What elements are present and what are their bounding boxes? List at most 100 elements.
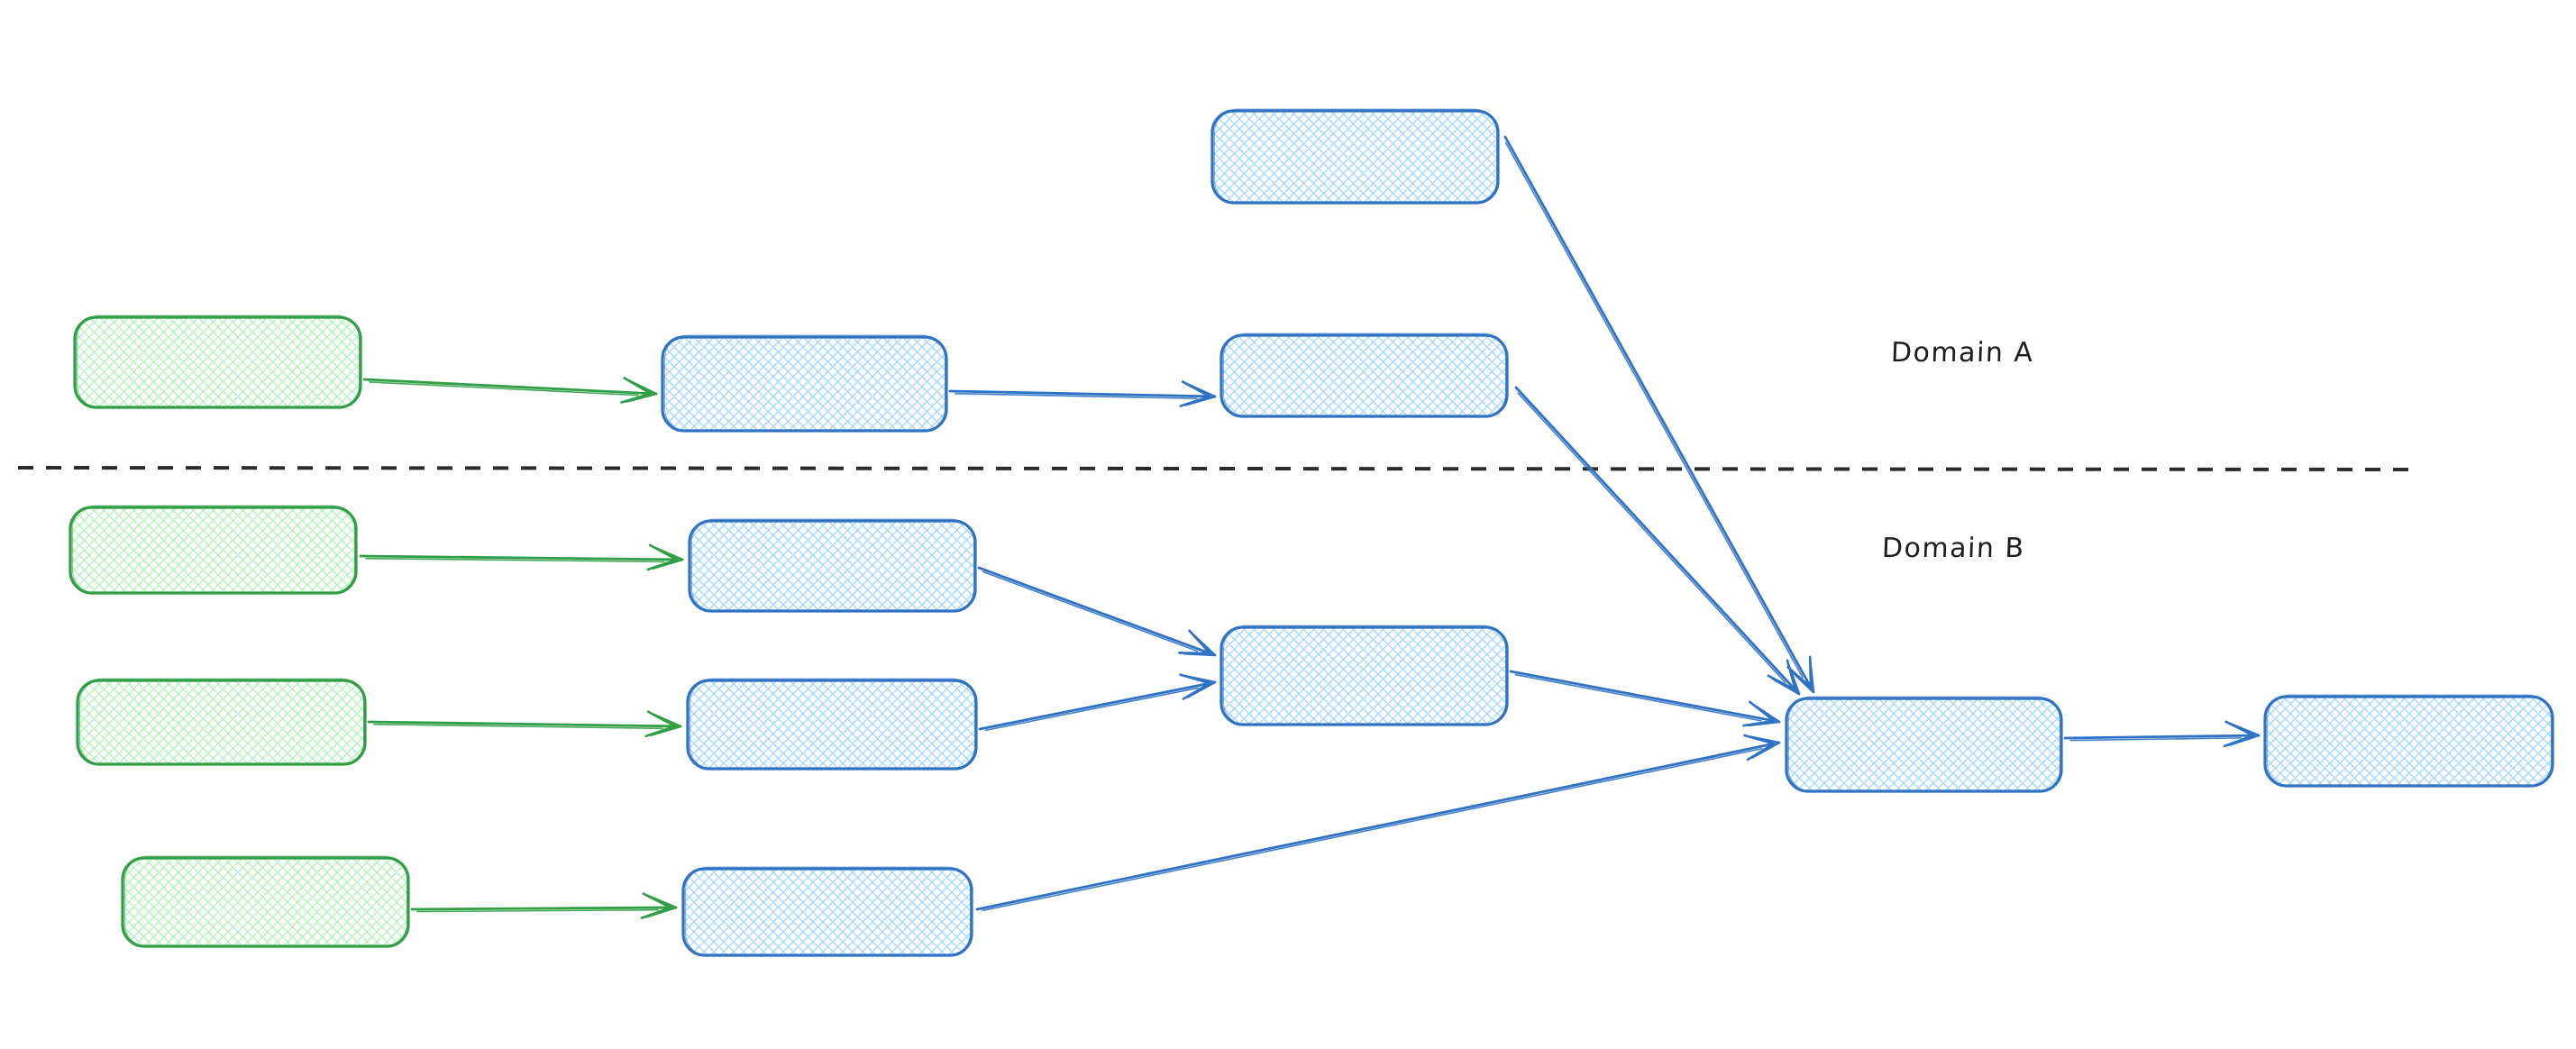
node-process-a1[interactable] xyxy=(661,334,948,433)
edge-top-to-hub-shaft-sketch xyxy=(1504,141,1804,679)
node-hub[interactable] xyxy=(1785,696,2063,793)
edge-source-b2-to-b2-shaft-sketch xyxy=(373,723,663,730)
edge-source-a-to-a1-shaft-sketch xyxy=(369,381,639,397)
node-external-top[interactable] xyxy=(1210,108,1500,205)
process-a1-box[interactable] xyxy=(661,335,948,433)
node-process-b1[interactable] xyxy=(688,518,977,613)
edge-top-to-hub[interactable] xyxy=(1503,135,1815,694)
process-b3-box[interactable] xyxy=(681,867,973,957)
edge-a2-to-hub-shaft-sketch xyxy=(1517,392,1786,683)
edge-b2-to-merge-arrowhead xyxy=(1179,673,1211,685)
edge-source-b1-to-b1-arrowhead xyxy=(648,543,679,561)
edge-b1-to-merge-arrowhead xyxy=(1188,629,1211,655)
source-b2-sketch-outline xyxy=(78,678,365,766)
edge-merge-to-hub-arrowhead xyxy=(1742,719,1776,727)
domain-separator-line[interactable] xyxy=(17,466,2415,471)
output-sketch-outline xyxy=(2266,694,2553,788)
edge-source-a-to-a1-arrowhead xyxy=(623,377,653,396)
edge-source-b1-to-b1-arrowhead xyxy=(646,558,679,571)
edge-merge-to-hub[interactable] xyxy=(1509,670,1781,727)
edge-b1-to-merge[interactable] xyxy=(977,566,1217,657)
edge-source-b1-to-b1-shaft-sketch xyxy=(365,557,665,563)
edge-merge-to-hub-shaft-sketch xyxy=(1514,673,1762,722)
node-process-b3[interactable] xyxy=(681,866,973,957)
node-source-b1[interactable] xyxy=(69,505,358,595)
edge-hub-to-output-arrowhead xyxy=(2223,734,2255,748)
edge-hub-to-output-shaft xyxy=(2063,734,2253,740)
edge-a2-to-hub-shaft xyxy=(1514,386,1795,690)
edge-source-b3-to-b3-arrowhead xyxy=(642,892,672,909)
edge-a1-to-a2-shaft-sketch xyxy=(955,392,1198,399)
process-a1-sketch-outline xyxy=(663,334,946,433)
edge-source-b2-to-b2-arrowhead xyxy=(644,725,677,738)
edge-b2-to-merge-shaft xyxy=(978,682,1210,731)
hub-box[interactable] xyxy=(1785,697,2063,793)
edge-a1-to-a2[interactable] xyxy=(948,380,1217,407)
node-source-b3[interactable] xyxy=(121,855,410,948)
edge-hub-to-output[interactable] xyxy=(2063,720,2261,748)
domain-b-label[interactable]: Domain B xyxy=(1881,533,2026,564)
edge-a2-to-hub-arrowhead xyxy=(1767,674,1797,691)
edge-merge-to-hub-arrowhead xyxy=(1749,700,1776,723)
edge-source-b1-to-b1[interactable] xyxy=(359,543,684,571)
output-box[interactable] xyxy=(2263,695,2554,788)
source-b1-sketch-outline xyxy=(71,505,356,595)
source-a-sketch-outline xyxy=(76,315,361,409)
edge-source-b2-to-b2-shaft xyxy=(367,720,675,728)
edge-b1-to-merge-shaft-sketch xyxy=(982,570,1199,652)
edge-source-b3-to-b3-arrowhead xyxy=(640,906,672,919)
edge-source-b1-to-b1-shaft xyxy=(359,554,677,561)
process-b3-sketch-outline xyxy=(684,866,972,957)
process-a2-box[interactable] xyxy=(1219,333,1509,418)
edge-a2-to-hub[interactable] xyxy=(1514,386,1801,696)
process-b2-box[interactable] xyxy=(686,679,978,771)
edge-b3-to-hub-shaft-sketch xyxy=(982,747,1763,912)
node-source-a[interactable] xyxy=(73,315,362,409)
edge-source-b2-to-b2-arrowhead xyxy=(646,710,677,728)
edge-b1-to-merge-shaft xyxy=(977,566,1210,654)
source-b2-box[interactable] xyxy=(76,679,367,766)
edge-source-b3-to-b3-shaft-sketch xyxy=(416,908,659,913)
source-b3-box[interactable] xyxy=(121,856,410,948)
node-source-b2[interactable] xyxy=(76,678,367,766)
edge-b3-to-hub-shaft xyxy=(975,743,1774,911)
edge-a1-to-a2-shaft xyxy=(948,389,1210,398)
edge-source-b3-to-b3[interactable] xyxy=(410,892,678,919)
node-process-b2[interactable] xyxy=(686,678,978,771)
domain-a-label[interactable]: Domain A xyxy=(1890,337,2035,369)
edge-b3-to-hub-arrowhead xyxy=(1743,734,1776,745)
process-b1-sketch-outline xyxy=(690,518,975,613)
edge-hub-to-output-arrowhead xyxy=(2224,720,2255,737)
source-b3-sketch-outline xyxy=(123,855,408,948)
external-top-sketch-outline xyxy=(1213,108,1498,205)
edge-b2-to-merge[interactable] xyxy=(978,673,1217,732)
edge-source-b3-to-b3-shaft xyxy=(410,906,671,911)
node-merge-b[interactable] xyxy=(1219,625,1509,726)
process-b2-sketch-outline xyxy=(689,678,976,771)
edge-source-b2-to-b2[interactable] xyxy=(367,710,682,738)
source-b1-box[interactable] xyxy=(69,506,358,595)
process-b1-box[interactable] xyxy=(688,519,977,613)
edge-b3-to-hub-arrowhead xyxy=(1746,742,1776,762)
edge-b2-to-merge-shaft-sketch xyxy=(984,687,1199,732)
edge-source-a-to-a1-arrowhead xyxy=(620,392,653,404)
external-top-box[interactable] xyxy=(1210,109,1500,205)
edge-b2-to-merge-arrowhead xyxy=(1182,681,1211,700)
edge-a1-to-a2-arrowhead xyxy=(1181,380,1211,398)
process-a2-sketch-outline xyxy=(1222,333,1507,418)
edge-a2-to-hub-arrowhead xyxy=(1786,659,1797,691)
hub-sketch-outline xyxy=(1787,696,2061,793)
edge-a1-to-a2-arrowhead xyxy=(1179,395,1211,407)
node-process-a2[interactable] xyxy=(1219,333,1509,418)
source-a-box[interactable] xyxy=(73,315,362,409)
edge-merge-to-hub-shaft xyxy=(1509,670,1774,722)
edge-source-a-to-a1[interactable] xyxy=(362,377,658,404)
edge-b3-to-hub[interactable] xyxy=(975,734,1781,912)
merge-b-sketch-outline xyxy=(1222,625,1507,726)
node-output[interactable] xyxy=(2263,694,2554,788)
edge-top-to-hub-shaft xyxy=(1503,135,1812,688)
edge-source-a-to-a1-shaft xyxy=(362,378,651,396)
merge-b-box[interactable] xyxy=(1219,625,1509,726)
